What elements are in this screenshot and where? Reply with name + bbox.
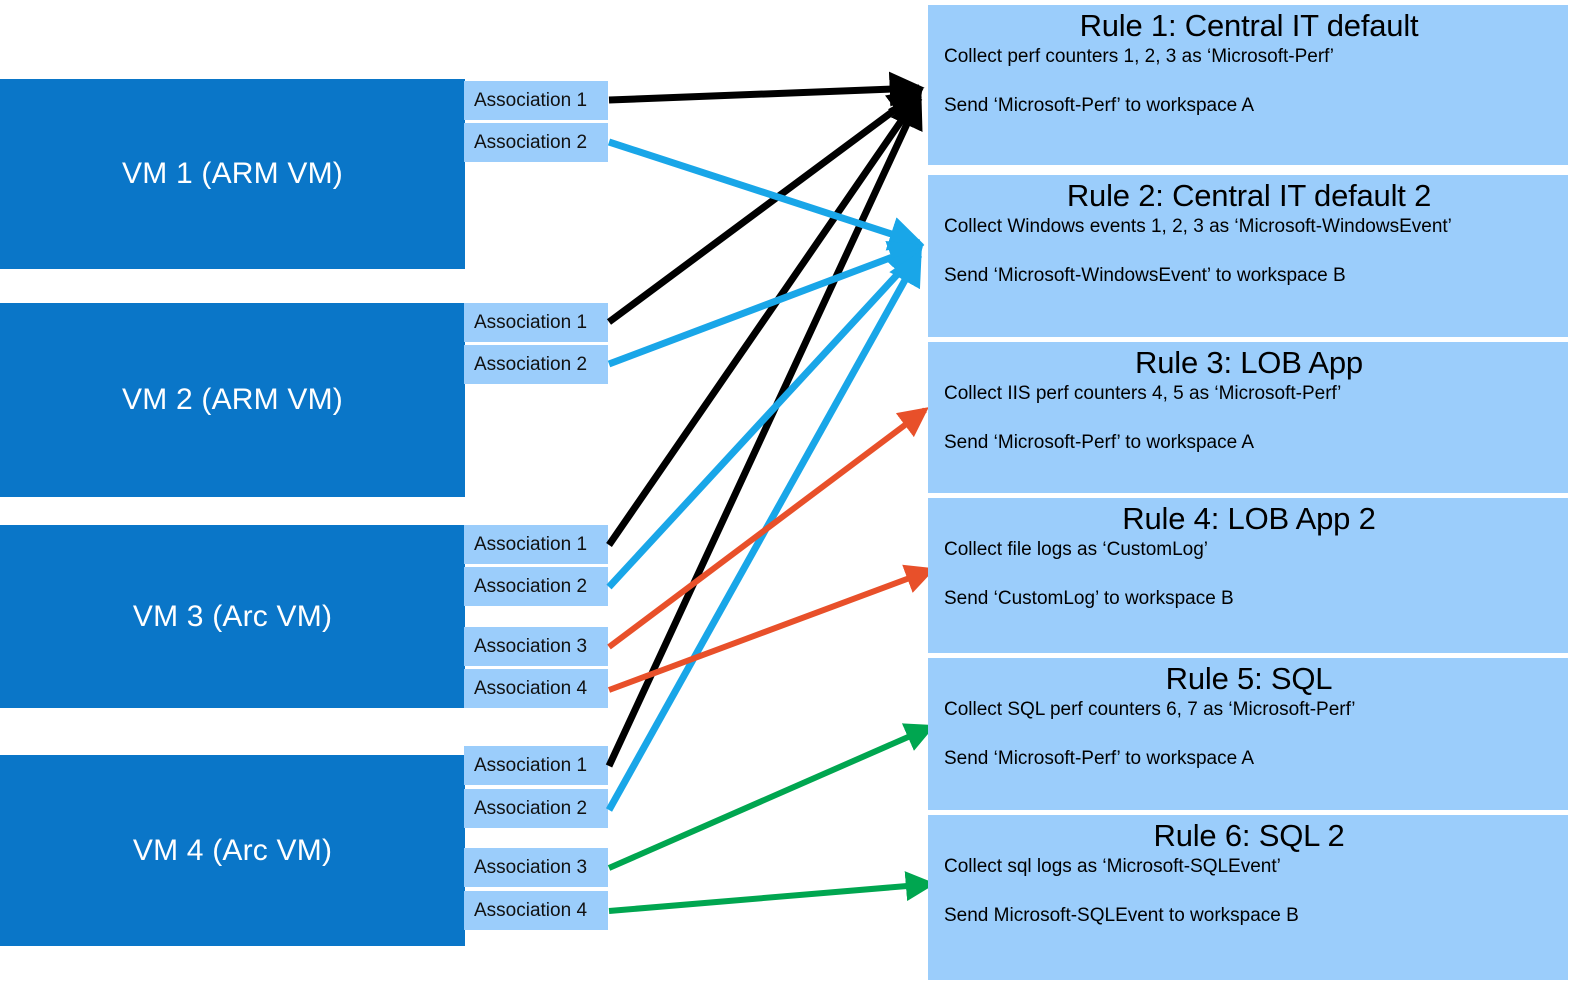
- association-box-vm3-2[interactable]: Association 2: [464, 567, 608, 606]
- arrow-vm3-assoc4-to-rule4: [607, 564, 936, 693]
- association-box-vm4-3[interactable]: Association 3: [464, 848, 608, 887]
- vm-label: VM 1 (ARM VM): [122, 157, 343, 190]
- association-box-vm3-1[interactable]: Association 1: [464, 525, 608, 564]
- association-label: Association 4: [474, 677, 588, 699]
- association-label: Association 1: [474, 311, 588, 333]
- vm-label: VM 4 (Arc VM): [132, 833, 333, 867]
- rule-send-line: Send ‘Microsoft-Perf’ to workspace A: [944, 431, 1255, 453]
- vm-label: VM 3 (Arc VM): [132, 599, 333, 633]
- association-label: Association 4: [474, 899, 588, 921]
- arrow-vm3-assoc1-to-rule1: [606, 90, 923, 547]
- vm-box-vm3[interactable]: VM 3 (Arc VM): [0, 525, 465, 708]
- association-label: Association 1: [474, 754, 588, 776]
- association-label: Association 2: [474, 575, 588, 597]
- arrow-vm4-assoc4-to-rule6: [608, 871, 936, 914]
- rule-box-rule4[interactable]: Rule 4: LOB App 2 Collect file logs as ‘…: [928, 498, 1568, 653]
- rule-send-line: Send ‘CustomLog’ to workspace B: [944, 587, 1234, 609]
- association-box-vm1-1[interactable]: Association 1: [464, 81, 608, 120]
- association-box-vm4-1[interactable]: Association 1: [464, 746, 608, 785]
- association-box-vm3-3[interactable]: Association 3: [464, 627, 608, 666]
- rule-box-rule6[interactable]: Rule 6: SQL 2 Collect sql logs as ‘Micro…: [928, 815, 1568, 980]
- association-label: Association 3: [474, 635, 588, 657]
- association-label: Association 2: [474, 797, 588, 819]
- arrow-vm1-assoc1-to-rule1: [608, 71, 925, 107]
- association-label: Association 2: [474, 131, 588, 153]
- vm-box-vm1[interactable]: VM 1 (ARM VM): [0, 79, 465, 269]
- association-box-vm4-2[interactable]: Association 2: [464, 789, 608, 828]
- vm-box-vm4[interactable]: VM 4 (Arc VM): [0, 755, 465, 946]
- arrow-vm2-assoc2-to-rule2: [607, 241, 925, 368]
- arrow-vm3-assoc3-to-rule3: [607, 407, 929, 650]
- rule-title: Rule 2: Central IT default 2: [1066, 178, 1432, 213]
- rule-title: Rule 3: LOB App: [1135, 345, 1363, 380]
- association-label: Association 1: [474, 533, 588, 555]
- rule-title: Rule 4: LOB App 2: [1122, 501, 1376, 536]
- rule-collect-line: Collect sql logs as ‘Microsoft-SQLEvent’: [944, 855, 1281, 877]
- rule-box-rule1[interactable]: Rule 1: Central IT default Collect perf …: [928, 5, 1568, 165]
- rule-collect-line: Collect SQL perf counters 6, 7 as ‘Micro…: [944, 698, 1356, 720]
- rule-collect-line: Collect IIS perf counters 4, 5 as ‘Micro…: [944, 382, 1342, 404]
- rule-collect-line: Collect Windows events 1, 2, 3 as ‘Micro…: [944, 215, 1452, 237]
- association-box-vm3-4[interactable]: Association 4: [464, 669, 608, 708]
- rule-title: Rule 6: SQL 2: [1153, 818, 1345, 853]
- rule-collect-line: Collect file logs as ‘CustomLog’: [944, 538, 1209, 560]
- rule-send-line: Send ‘Microsoft-WindowsEvent’ to workspa…: [944, 264, 1346, 286]
- rule-send-line: Send ‘Microsoft-Perf’ to workspace A: [944, 94, 1255, 116]
- rule-title: Rule 1: Central IT default: [1079, 8, 1419, 43]
- rule-send-line: Send Microsoft-SQLEvent to workspace B: [944, 904, 1299, 926]
- vm-box-vm2[interactable]: VM 2 (ARM VM): [0, 303, 465, 497]
- arrow-vm4-assoc3-to-rule5: [607, 723, 936, 871]
- rule-box-rule2[interactable]: Rule 2: Central IT default 2 Collect Win…: [928, 175, 1568, 337]
- association-box-vm2-2[interactable]: Association 2: [464, 345, 608, 384]
- association-label: Association 3: [474, 856, 588, 878]
- arrow-vm4-assoc1-to-rule1: [605, 92, 923, 768]
- arrow-vm2-assoc1-to-rule1: [606, 88, 924, 325]
- association-box-vm4-4[interactable]: Association 4: [464, 891, 608, 930]
- vm-label: VM 2 (ARM VM): [122, 383, 343, 416]
- association-label: Association 1: [474, 89, 588, 111]
- arrow-vm4-assoc2-to-rule2: [605, 250, 923, 812]
- arrow-vm1-assoc2-to-rule2: [607, 138, 925, 251]
- association-label: Association 2: [474, 353, 588, 375]
- rule-box-rule3[interactable]: Rule 3: LOB App Collect IIS perf counter…: [928, 342, 1568, 493]
- association-box-vm1-2[interactable]: Association 2: [464, 123, 608, 162]
- rule-send-line: Send ‘Microsoft-Perf’ to workspace A: [944, 747, 1255, 769]
- rule-collect-line: Collect perf counters 1, 2, 3 as ‘Micros…: [944, 45, 1334, 67]
- association-box-vm2-1[interactable]: Association 1: [464, 303, 608, 342]
- arrow-vm3-assoc2-to-rule2: [606, 246, 923, 590]
- rule-box-rule5[interactable]: Rule 5: SQL Collect SQL perf counters 6,…: [928, 658, 1568, 810]
- rule-title: Rule 5: SQL: [1165, 661, 1333, 696]
